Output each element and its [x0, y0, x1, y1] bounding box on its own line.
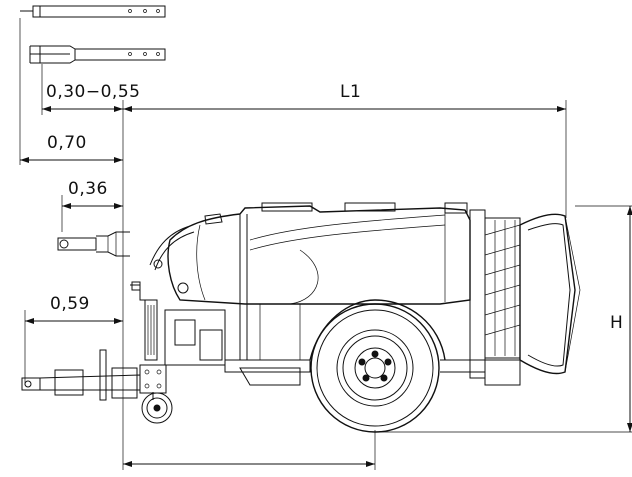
front-chassis [130, 225, 486, 386]
dimension-jack-offset: 0,59 [25, 294, 123, 324]
dimension-label-hitch-offset: 0,36 [68, 179, 108, 199]
fan-blower [469, 209, 581, 386]
dimension-hitch-offset: 0,36 [62, 179, 123, 209]
dimension-label-length: L1 [340, 82, 361, 102]
sprayer-machine [21, 202, 581, 433]
jack-wheel [141, 392, 173, 424]
dimension-height: H [610, 206, 632, 432]
tank [167, 202, 471, 360]
dimension-label-drawbar-offset: 0,70 [47, 133, 87, 153]
dimension-label-jack-offset: 0,59 [50, 294, 90, 314]
dimension-length: L1 [123, 82, 566, 112]
drawbar-part-fork [29, 45, 166, 64]
dimension-drawbar-range: 0,30−0,55 [42, 82, 140, 112]
dimension-label-drawbar-range: 0,30−0,55 [46, 82, 140, 102]
dimension-label-height: H [610, 313, 623, 333]
hitch-eye-part [57, 231, 130, 257]
drawbar-part-straight [20, 5, 166, 18]
drawbar-hitch [21, 349, 167, 401]
dimension-drawbar-offset: 0,70 [20, 133, 123, 163]
main-wheel [309, 299, 446, 433]
